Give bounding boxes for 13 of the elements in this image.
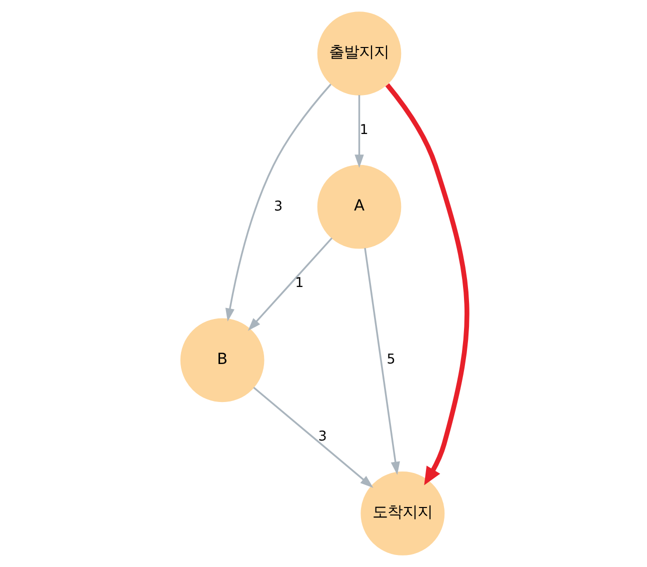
edge-label: 1 <box>359 122 368 138</box>
arrow <box>364 248 400 475</box>
node-circle: 출발지지 <box>316 12 401 96</box>
arrow <box>252 386 373 488</box>
edge-label: 1 <box>294 275 304 292</box>
node-circle: A <box>316 164 401 249</box>
edge-label: 3 <box>318 428 326 444</box>
arrow <box>384 83 469 486</box>
edge-label: 5 <box>386 352 395 368</box>
arrow <box>354 95 364 168</box>
arrow <box>247 238 332 331</box>
arrow <box>224 84 331 322</box>
edge-label: 3 <box>273 198 282 214</box>
